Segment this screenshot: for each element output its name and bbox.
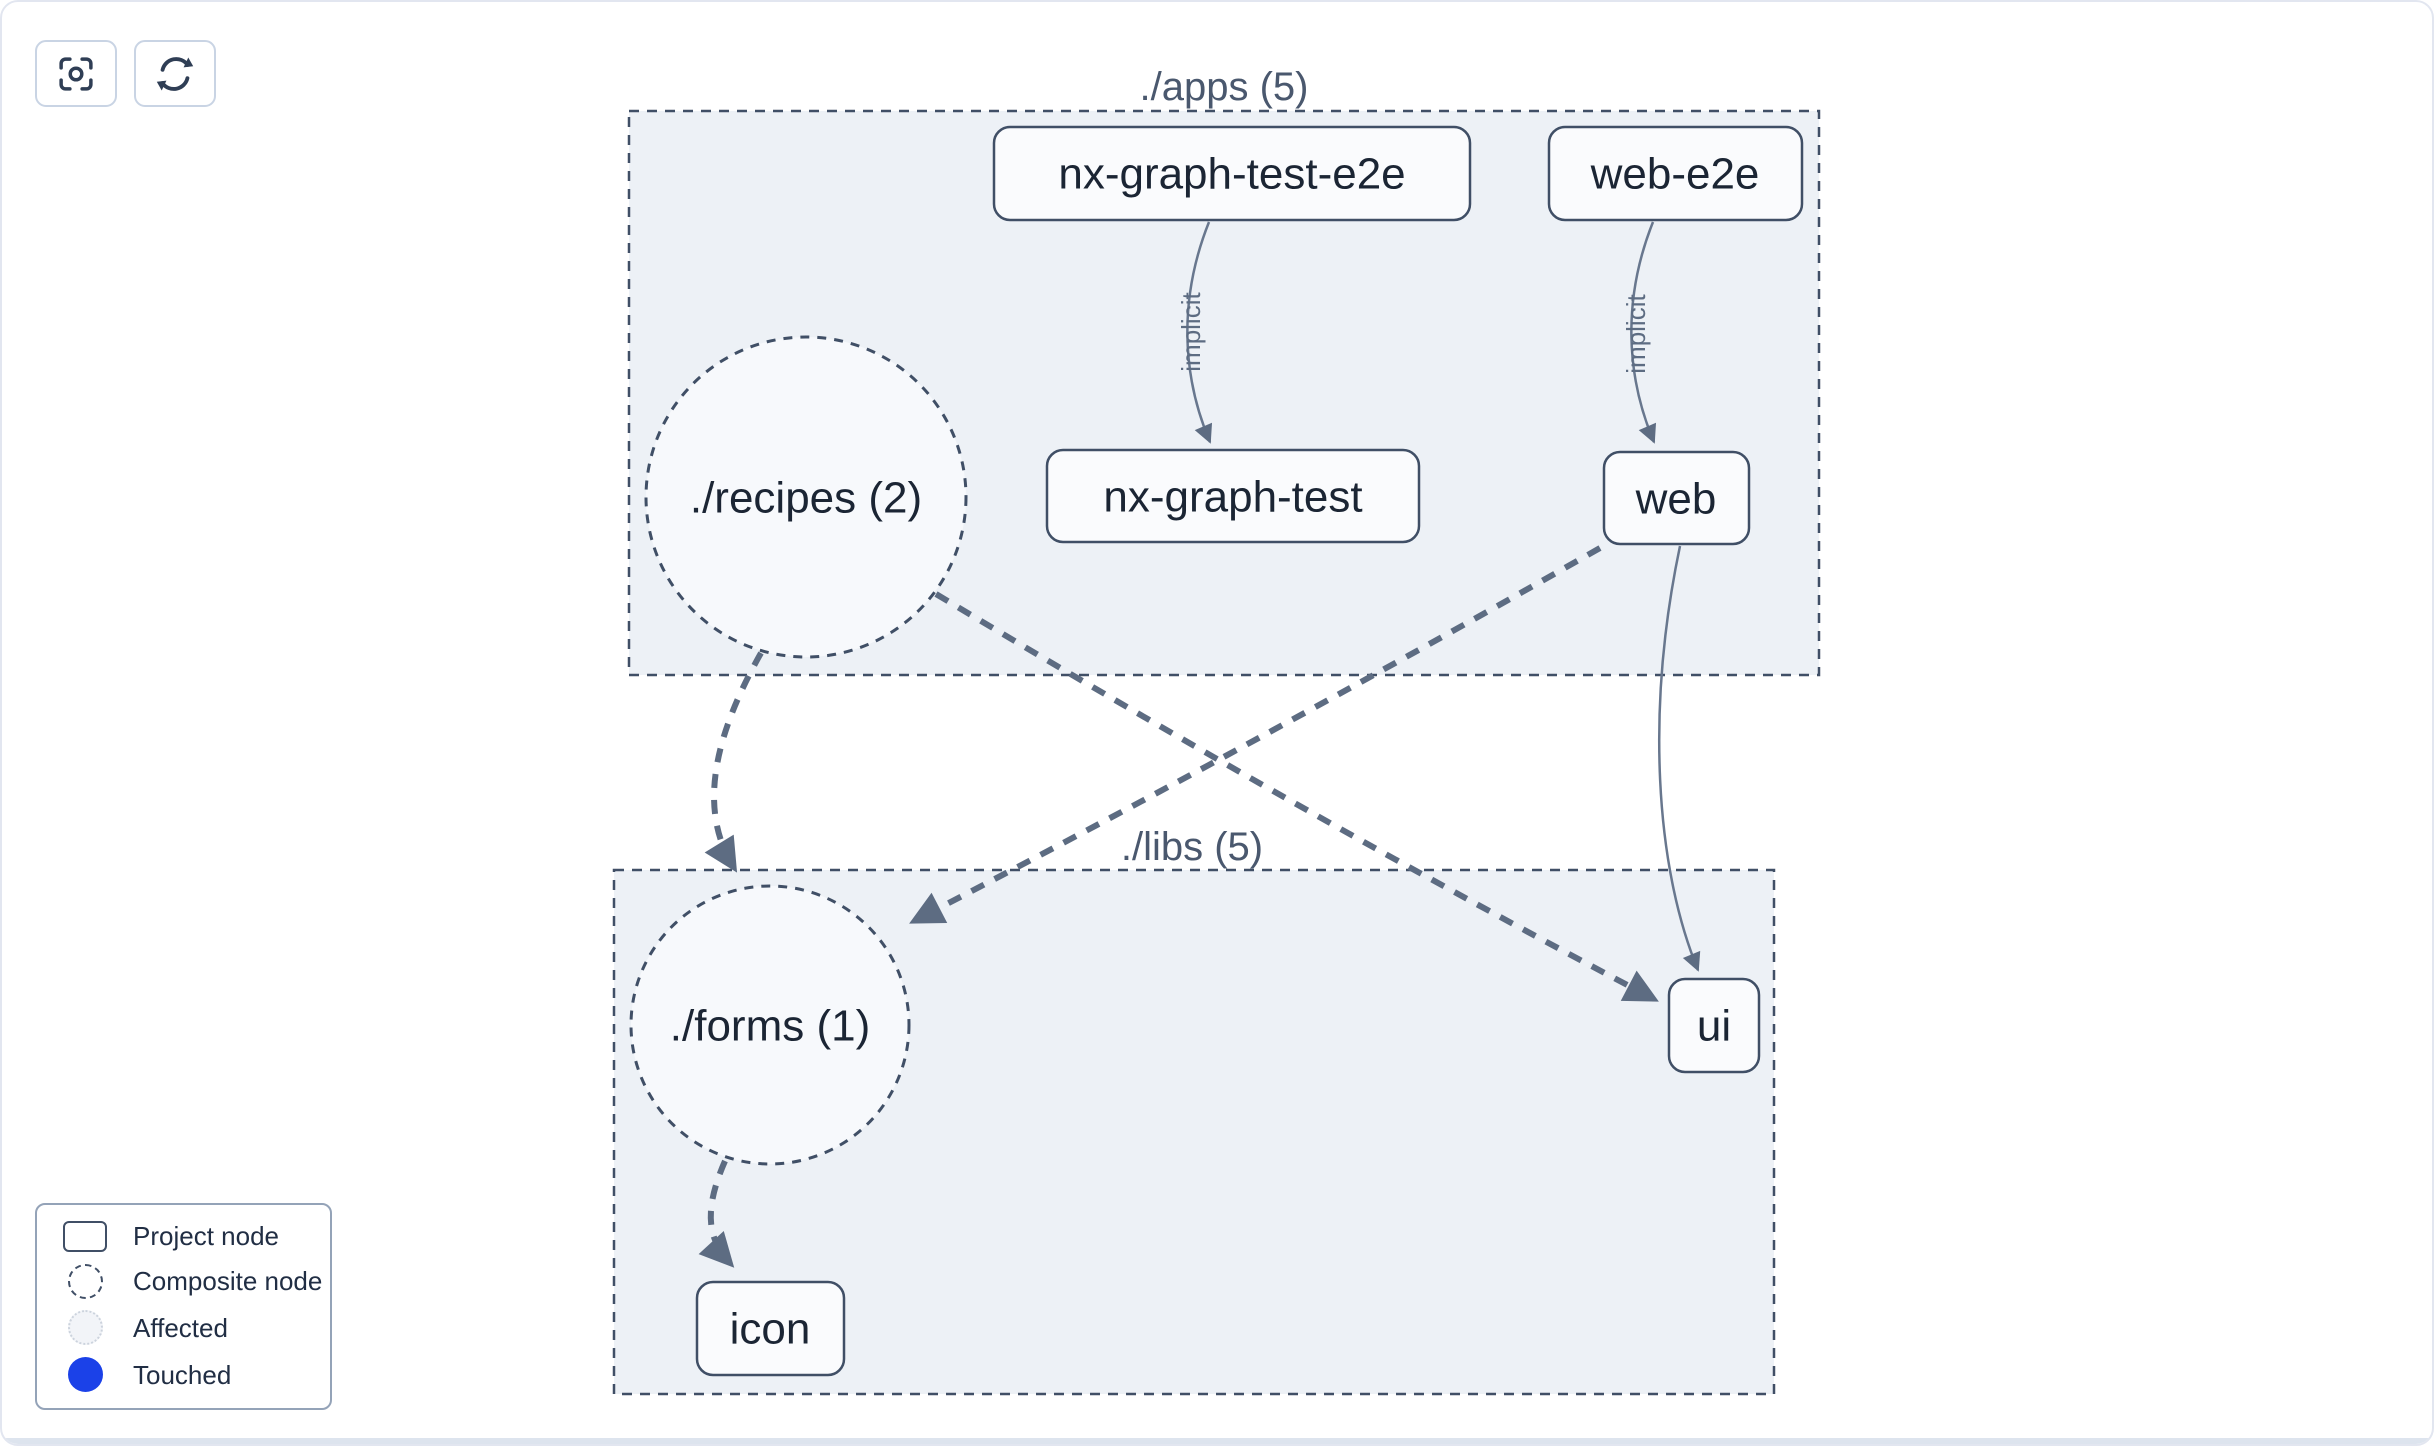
node-icon[interactable]: icon — [695, 1280, 846, 1377]
group-apps-label: ./apps (5) — [1140, 65, 1309, 109]
project-node-icon — [63, 1220, 107, 1252]
edge-web-e2e-to-web[interactable] — [1630, 221, 1657, 444]
node-label: nx-graph-test — [1103, 473, 1362, 522]
edge-forms-to-icon[interactable] — [698, 1159, 735, 1268]
legend-item-affected: Affected — [37, 1310, 330, 1346]
node-web[interactable]: web — [1602, 450, 1751, 546]
legend-label: Project node — [133, 1221, 279, 1252]
node-label: web-e2e — [1590, 150, 1760, 199]
node-ui[interactable]: ui — [1667, 977, 1761, 1074]
legend-panel: Project node Composite node Affected Tou… — [35, 1203, 332, 1410]
node-label: ./recipes (2) — [690, 474, 922, 523]
node-nx-graph-test[interactable]: nx-graph-test — [1045, 448, 1421, 544]
edge-recipes-to-ui[interactable] — [934, 591, 1659, 1002]
node-label: ./forms (1) — [670, 1002, 870, 1051]
legend-item-composite-node: Composite node — [37, 1263, 330, 1299]
touched-icon — [67, 1357, 103, 1393]
composite-node-icon — [67, 1263, 103, 1299]
legend-label: Affected — [133, 1312, 228, 1343]
node-recipes-composite[interactable]: ./recipes (2) — [644, 335, 968, 659]
node-label: ui — [1697, 1002, 1731, 1051]
edge-recipes-to-forms[interactable] — [704, 651, 764, 873]
edge-web-to-ui[interactable] — [1658, 545, 1701, 972]
node-label: icon — [730, 1305, 811, 1354]
refresh-icon — [156, 56, 194, 91]
group-libs-label: ./libs (5) — [1121, 825, 1263, 869]
legend-item-touched: Touched — [37, 1357, 330, 1393]
affected-icon — [67, 1310, 103, 1346]
edge-web-to-forms[interactable] — [909, 545, 1602, 924]
node-label: nx-graph-test-e2e — [1058, 150, 1405, 199]
center-graph-button[interactable] — [35, 40, 117, 107]
refresh-graph-button[interactable] — [134, 40, 216, 107]
node-forms-composite[interactable]: ./forms (1) — [629, 884, 911, 1166]
legend-label: Composite node — [133, 1266, 323, 1297]
bottom-panel-edge — [2, 1438, 2432, 1444]
edge-nx-graph-test-e2e-to-nx-graph-test[interactable] — [1186, 221, 1213, 444]
legend-item-project-node: Project node — [37, 1220, 330, 1252]
node-label: web — [1635, 475, 1717, 524]
edge-label-implicit: implicit — [1176, 292, 1206, 372]
node-nx-graph-test-e2e[interactable]: nx-graph-test-e2e — [992, 125, 1472, 222]
focus-center-icon — [59, 56, 93, 91]
graph-toolbar — [35, 40, 216, 107]
node-web-e2e[interactable]: web-e2e — [1547, 125, 1804, 222]
legend-label: Touched — [133, 1359, 232, 1390]
edge-label-implicit: implicit — [1621, 294, 1651, 374]
